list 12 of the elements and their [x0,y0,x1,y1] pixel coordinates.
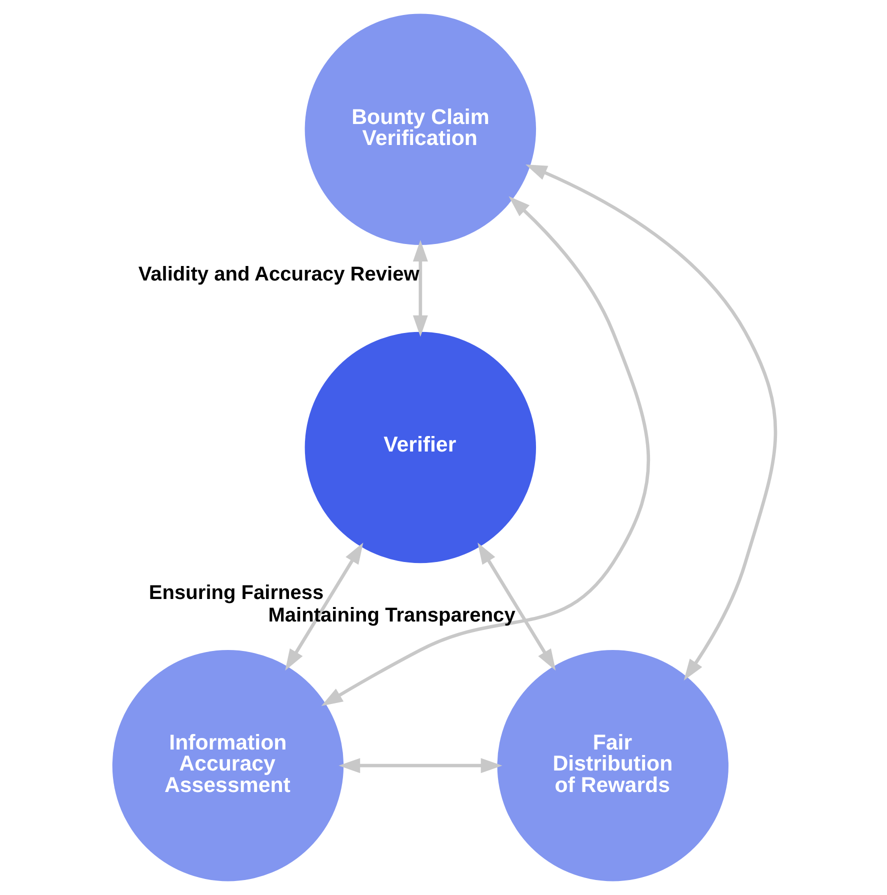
edge-label: Validity and Accuracy Review [138,264,419,286]
arrow [320,196,650,706]
arrow [525,164,777,680]
arrow [412,240,428,337]
arrow [284,542,363,671]
node-circle: Fair Distribution of Rewards [496,650,728,882]
edge-label: Maintaining Transparency [268,604,515,627]
node-circle: Bounty Claim Verification [304,14,536,246]
node-circle: Verifier [304,332,536,564]
edge-label: Ensuring Fairness [148,582,324,604]
arrow [477,542,556,671]
arrow [338,758,502,774]
